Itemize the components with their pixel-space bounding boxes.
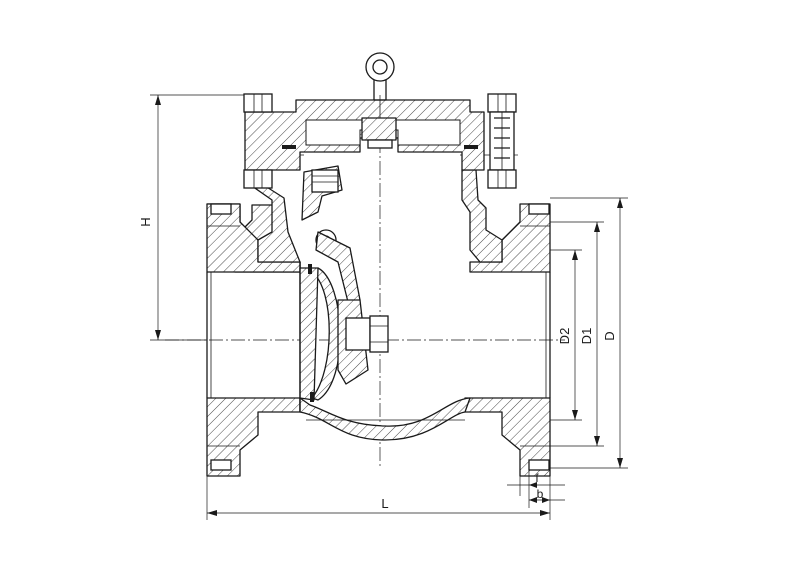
dimension-d: D: [550, 197, 628, 469]
dimension-l: L: [206, 476, 551, 520]
dimension-b: b: [528, 487, 565, 508]
dimension-label-h: H: [138, 217, 153, 226]
dimension-label-d1: D1: [579, 328, 594, 345]
right-bonnet-bolt: [487, 93, 517, 189]
dimension-h: H: [138, 94, 244, 341]
lifting-eye-bolt: [365, 52, 395, 118]
disc-and-hinge: [299, 165, 389, 412]
right-flange: [464, 203, 551, 477]
left-bonnet-bolt: [243, 93, 273, 189]
dimension-d2: D2: [550, 249, 582, 421]
dimension-f: f: [507, 470, 565, 500]
dimension-label-b: b: [537, 487, 544, 501]
dimension-label-d2: D2: [557, 328, 572, 345]
dimension-label-f: f: [535, 471, 539, 485]
dimension-label-l: L: [381, 496, 388, 511]
bonnet: [244, 99, 485, 171]
dimension-label-d: D: [602, 331, 617, 340]
dimension-d1: D1: [550, 221, 604, 447]
